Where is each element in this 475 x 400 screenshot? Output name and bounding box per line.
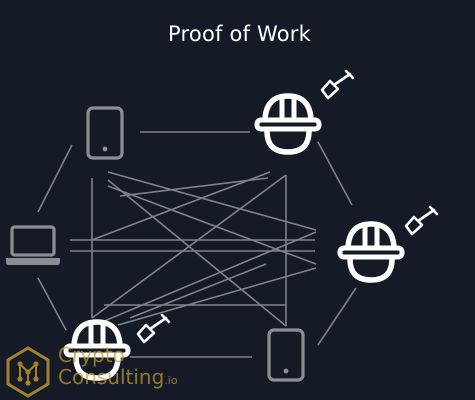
page-title: Proof of Work (168, 22, 311, 46)
brand-text: Crypto Consulting.io (58, 344, 178, 392)
brand-name-line2: Consulting.io (58, 366, 178, 392)
laptop-icon (6, 225, 60, 265)
smartphone-icon (86, 106, 124, 160)
hard-hat-icon (254, 93, 322, 155)
link-diagonal-4 (119, 177, 269, 197)
smartphone-icon (267, 328, 305, 382)
link-diagonal-10 (129, 263, 267, 319)
shovel-icon (404, 205, 439, 236)
link-diagonal-8 (117, 267, 317, 326)
brand-name-line1: Crypto (58, 343, 125, 367)
brand-watermark: Crypto Consulting.io (0, 338, 230, 400)
hard-hat-icon (337, 221, 405, 283)
link-diagonal-2 (107, 179, 287, 327)
shovel-icon (136, 313, 171, 344)
brand-domain-suffix: .io (164, 374, 178, 387)
hard-hat-icon (63, 319, 131, 381)
link-miner-bottom-laptop-left (37, 277, 67, 331)
link-miner-top-miner-right (317, 141, 353, 206)
link-laptop-left-phone-top (37, 144, 73, 213)
shovel-icon (320, 69, 355, 100)
link-miner-right-phone-bottom (317, 287, 357, 346)
network-links (37, 131, 357, 358)
link-diagonal-5 (91, 171, 271, 241)
link-diagonal-3 (107, 185, 317, 265)
network-hexagon-logo-icon (6, 346, 50, 398)
brand-name-word: Consulting (58, 365, 165, 389)
link-diagonal-6 (91, 174, 287, 319)
link-diagonal-1 (107, 171, 317, 231)
link-diagonal-7 (101, 231, 317, 323)
